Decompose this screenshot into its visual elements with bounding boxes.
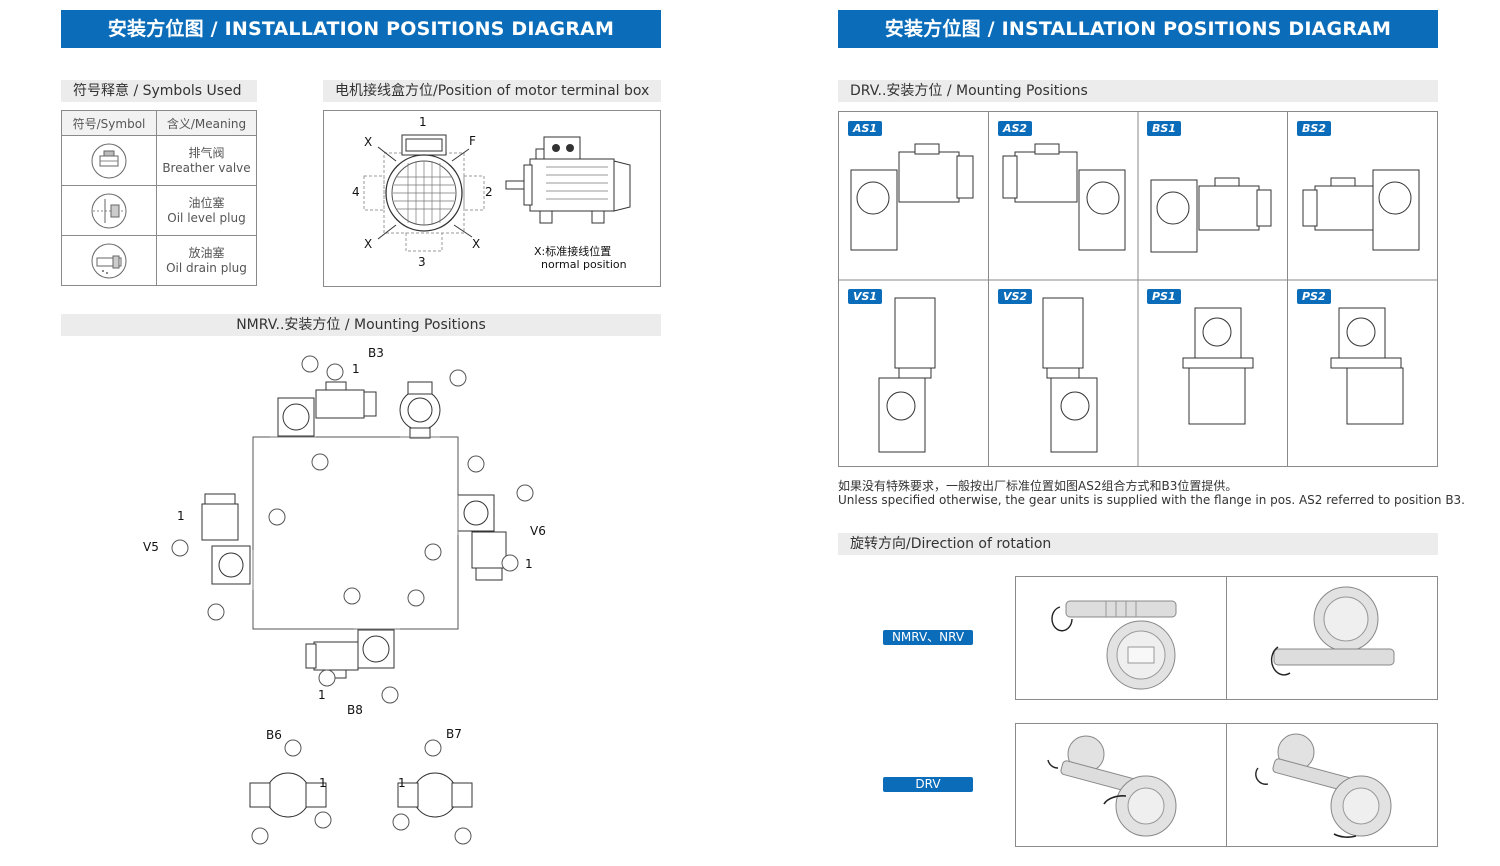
nmrv-label-b6-1: 1: [319, 776, 327, 790]
rotation-label-drv: DRV: [883, 777, 973, 792]
terminal-box-section-title: 电机接线盒方位/Position of motor terminal box: [323, 80, 661, 102]
nmrv-label-v6: V6: [530, 524, 546, 538]
drv-cell-as2: AS2: [998, 121, 1033, 136]
oil-level-cn: 油位塞: [188, 195, 225, 210]
terminal-label-1: 1: [419, 115, 427, 129]
nmrv-label-b3: B3: [368, 346, 384, 360]
oil-level-en: Oil level plug: [167, 210, 246, 225]
terminal-label-4: 4: [352, 185, 360, 199]
drv-cell-vs2: VS2: [998, 289, 1033, 304]
symbol-meaning-oil-level: 油位塞 Oil level plug: [156, 185, 257, 236]
drv-section-title: DRV..安装方位 / Mounting Positions: [838, 80, 1438, 102]
oil-level-plug-icon: [61, 185, 157, 236]
nmrv-label-b7: B7: [446, 727, 462, 741]
right-page-banner: 安装方位图 / INSTALLATION POSITIONS DIAGRAM: [838, 10, 1438, 48]
terminal-label-x-bl: X: [364, 237, 373, 251]
oil-drain-plug-icon: [61, 235, 157, 286]
terminal-label-x-tl: X: [364, 135, 373, 149]
symbol-meaning-breather: 排气阀 Breather valve: [156, 135, 257, 186]
symbols-section-title: 符号释意 / Symbols Used: [61, 80, 257, 102]
nmrv-drawing: [171, 355, 534, 845]
drv-note-cn: 如果没有特殊要求，一般按出厂标准位置如图AS2组合方式和B3位置提供。: [838, 479, 1238, 493]
nmrv-label-v6-1: 1: [525, 557, 533, 571]
nmrv-label-v5: V5: [143, 540, 159, 554]
drv-note-en: Unless specified otherwise, the gear uni…: [838, 493, 1465, 507]
oil-drain-en: Oil drain plug: [166, 260, 247, 275]
symbol-meaning-oil-drain: 放油塞 Oil drain plug: [156, 235, 257, 286]
nmrv-label-b8: B8: [347, 703, 363, 717]
drv-grid-drawing: [839, 112, 1437, 466]
oil-drain-cn: 放油塞: [188, 245, 225, 260]
symbols-table: 符号/Symbol 含义/Meaning 排气阀 Breather valve: [61, 110, 257, 286]
drv-cell-as1: AS1: [848, 121, 883, 136]
drv-cell-vs1: VS1: [848, 289, 883, 304]
left-page-banner: 安装方位图 / INSTALLATION POSITIONS DIAGRAM: [61, 10, 661, 48]
terminal-box-panel: 1 2 3 4 F X X X X:标准接线位置 normal position: [323, 110, 661, 287]
nmrv-label-b6: B6: [266, 728, 282, 742]
nmrv-label-b8-1: 1: [318, 688, 326, 702]
rotation-section-title: 旋转方向/Direction of rotation: [838, 533, 1438, 555]
nmrv-label-b7-1: 1: [398, 776, 406, 790]
drv-cell-bs1: BS1: [1147, 121, 1181, 136]
rotation-drawing-nmrv: [1051, 577, 1395, 699]
drv-cell-bs2: BS2: [1297, 121, 1331, 136]
terminal-label-x-br: X: [472, 237, 481, 251]
nmrv-label-b3-1: 1: [352, 362, 360, 376]
rotation-panel-nmrv: [1015, 576, 1438, 700]
breather-en: Breather valve: [162, 160, 251, 175]
drv-cell-ps2: PS2: [1297, 289, 1331, 304]
rotation-drawing-drv: [1047, 724, 1392, 846]
rotation-label-nmrv: NMRV、NRV: [883, 630, 973, 645]
nmrv-label-v5-1: 1: [177, 509, 185, 523]
symbols-col-meaning: 含义/Meaning: [156, 110, 257, 136]
terminal-label-f: F: [469, 134, 476, 148]
symbols-col-symbol: 符号/Symbol: [61, 110, 157, 136]
nmrv-diagram: B3 1 V5 1 V6 1 B8 1 B6 1 B7 1: [130, 340, 580, 860]
terminal-label-2: 2: [485, 185, 493, 199]
drv-cell-ps1: PS1: [1147, 289, 1181, 304]
terminal-note-en: normal position: [541, 258, 627, 271]
drv-grid: AS1 AS2 BS1 BS2 VS1 VS2 PS1 PS2: [838, 111, 1438, 467]
breather-cn: 排气阀: [188, 145, 225, 160]
terminal-box-drawing: [363, 134, 631, 252]
breather-valve-icon: [61, 135, 157, 186]
terminal-label-3: 3: [418, 255, 426, 269]
terminal-note-cn: X:标准接线位置: [534, 245, 612, 258]
rotation-panel-drv: [1015, 723, 1438, 847]
nmrv-section-title: NMRV..安装方位 / Mounting Positions: [61, 314, 661, 336]
